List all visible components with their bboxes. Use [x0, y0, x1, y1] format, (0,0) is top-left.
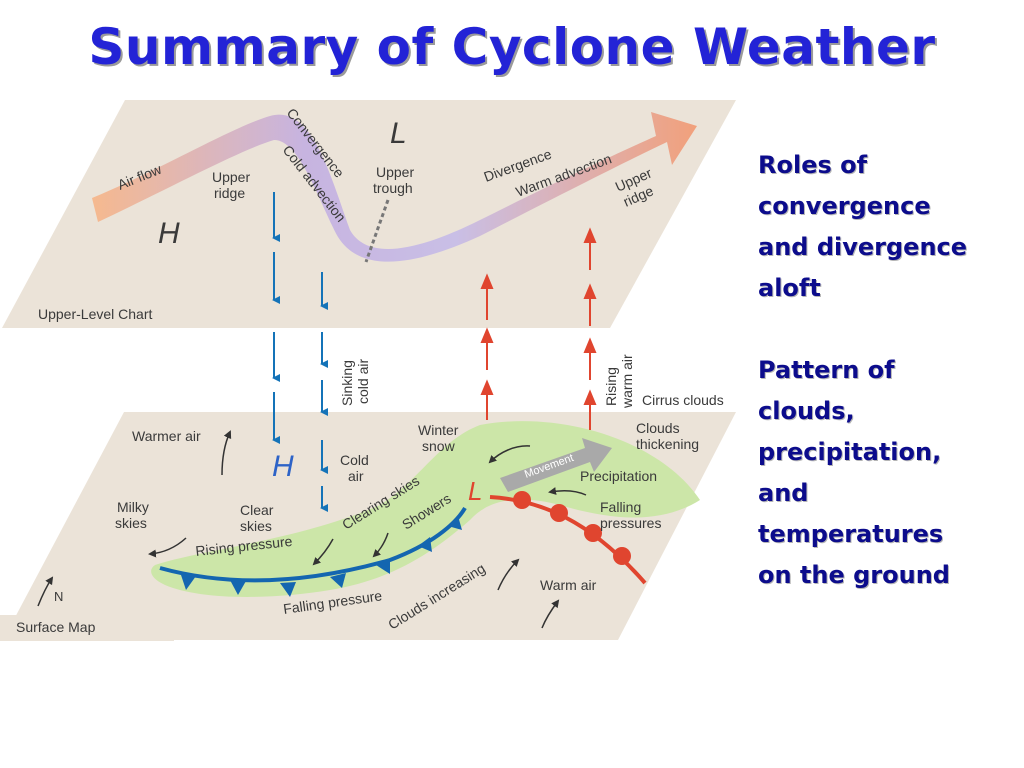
pattern-line: clouds,: [758, 397, 855, 425]
upper-ridge-left-line1: Upper: [212, 169, 250, 185]
clear-skies-line2: skies: [240, 518, 272, 534]
clear-skies-line1: Clear: [240, 502, 274, 518]
milky-skies-line2: skies: [115, 515, 147, 531]
rising-warm-air-line1: Rising: [603, 367, 619, 406]
warm-front-semicircles: [513, 491, 631, 565]
warm-air-label: Warm air: [540, 577, 597, 593]
pattern-line: temperatures: [758, 520, 944, 548]
falling-pressures-line1: Falling: [600, 499, 641, 515]
falling-pressures-line2: pressures: [600, 515, 661, 531]
upper-trough-line: [364, 199, 390, 263]
pattern-line: precipitation,: [758, 438, 942, 466]
milky-skies-line1: Milky: [117, 499, 149, 515]
north-label: N: [54, 589, 63, 604]
upper-high-symbol: H: [158, 217, 180, 250]
precipitation-label: Precipitation: [580, 468, 657, 484]
surface-low-symbol: L: [468, 476, 482, 506]
roles-line: convergence: [758, 192, 931, 220]
cold-front-triangles: [180, 516, 462, 597]
surface-high-symbol: H: [272, 450, 294, 483]
cold-front-line: [159, 506, 467, 583]
air-flow-band: [92, 112, 697, 262]
clouds-thickening-line1: Clouds: [636, 420, 680, 436]
pattern-note: Pattern of clouds, precipitation, and te…: [758, 350, 950, 596]
pattern-line: and: [758, 479, 809, 507]
roles-note: Roles of convergence and divergence alof…: [758, 145, 967, 309]
roles-line: and divergence: [758, 233, 968, 261]
clouds-thickening-line2: thickening: [636, 436, 699, 452]
pattern-line: on the ground: [758, 561, 950, 589]
cirrus-clouds-label: Cirrus clouds: [642, 392, 724, 408]
movement-arrow: [500, 438, 612, 492]
roles-line: aloft: [758, 274, 821, 302]
sinking-cold-air-line2: cold air: [355, 359, 371, 404]
winter-snow-line2: snow: [422, 438, 456, 454]
upper-trough-line2: trough: [373, 180, 413, 196]
upper-trough-line1: Upper: [376, 164, 414, 180]
cold-air-line1: Cold: [340, 452, 369, 468]
upper-ridge-left-line2: ridge: [214, 185, 245, 201]
surface-wind-arrows: [37, 430, 587, 629]
sinking-air-arrows: [272, 192, 328, 512]
cold-air-line2: air: [348, 468, 364, 484]
roles-line: Roles of: [758, 151, 868, 179]
pattern-line: Pattern of: [758, 356, 895, 384]
winter-snow-line1: Winter: [418, 422, 459, 438]
surface-map-title: Surface Map: [16, 619, 96, 635]
rising-air-arrows: [480, 227, 597, 430]
upper-level-chart-title: Upper-Level Chart: [38, 306, 152, 322]
sinking-cold-air-line1: Sinking: [339, 360, 355, 406]
warmer-air-label: Warmer air: [132, 428, 201, 444]
upper-low-symbol: L: [390, 117, 407, 150]
slide-title: Summary of Cyclone Weather: [88, 18, 936, 76]
rising-warm-air-line2: warm air: [619, 354, 635, 409]
surface-map-title-box: [0, 615, 174, 641]
